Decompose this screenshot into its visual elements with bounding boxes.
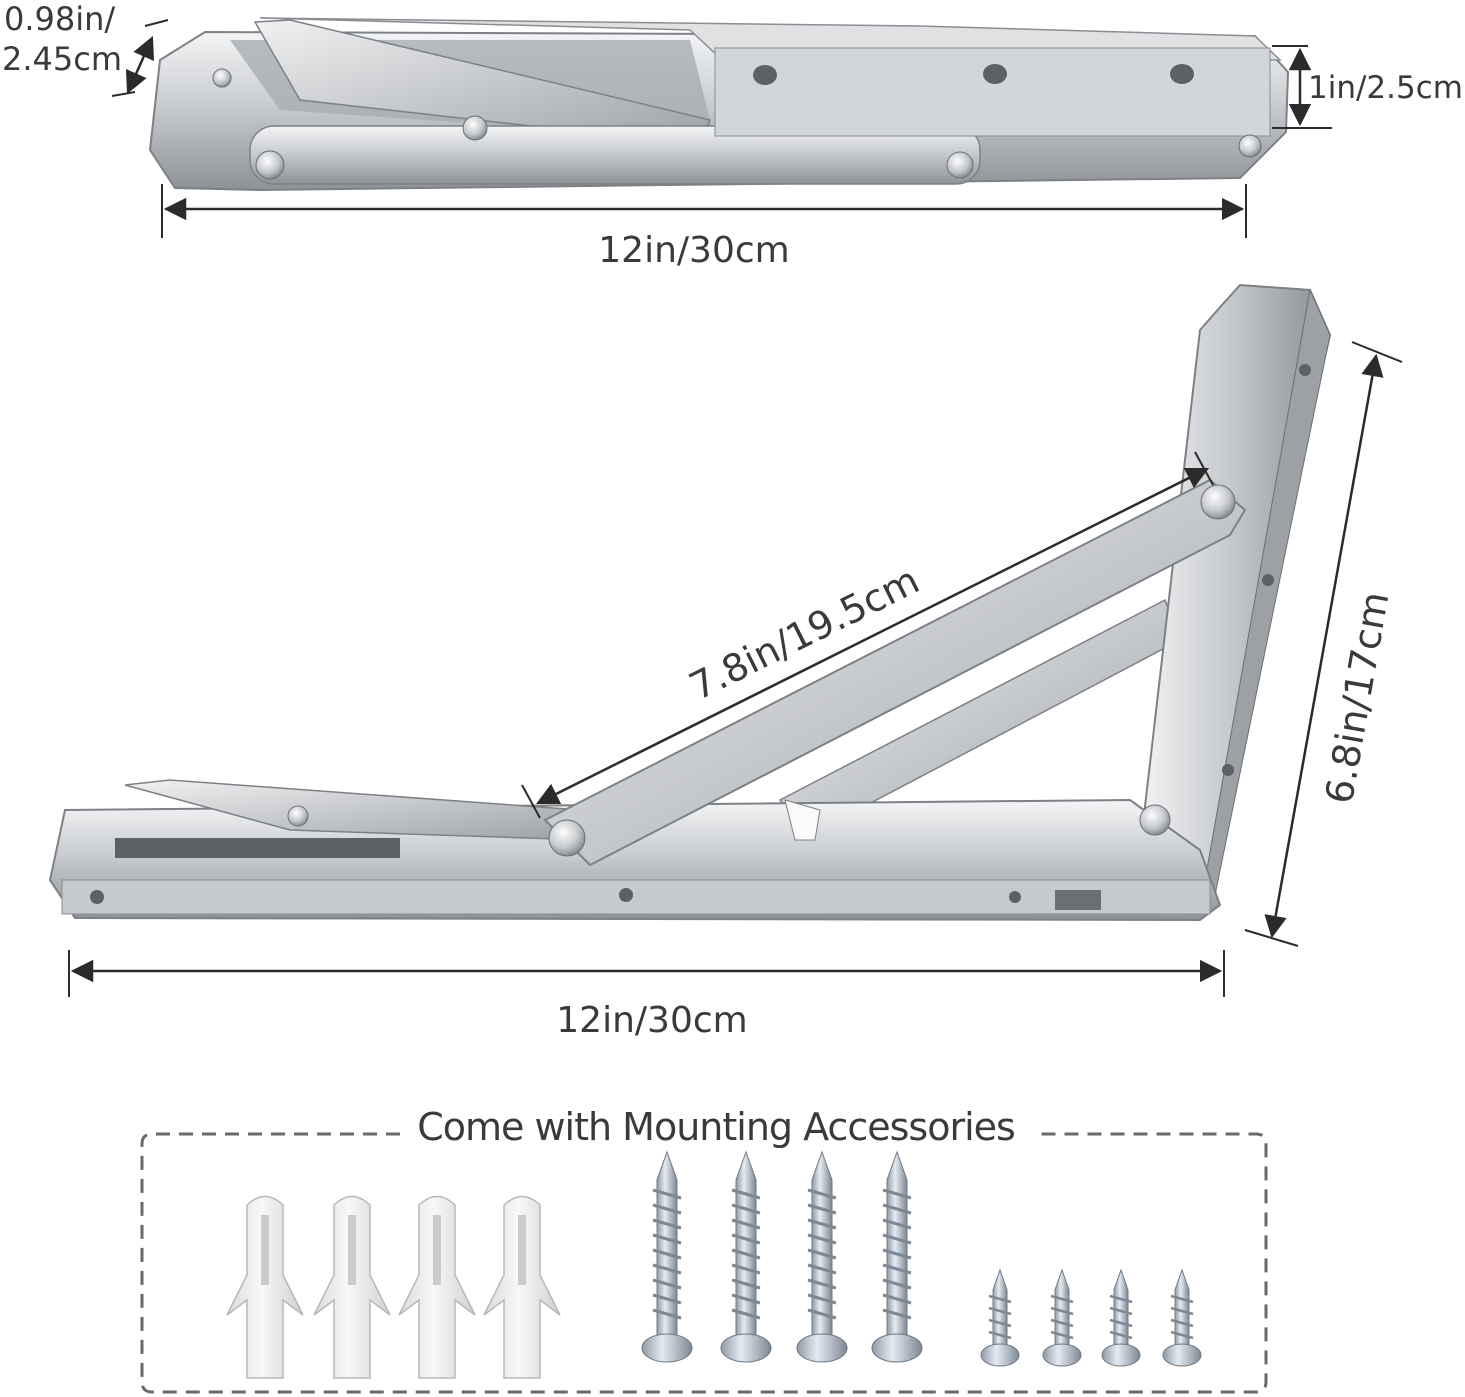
folded-bracket-rail-face (714, 47, 1271, 137)
open-bracket-hole (1222, 764, 1234, 776)
dimension-height: 1in/2.5cm (1272, 45, 1463, 129)
depth-label-line2: 2.45cm (2, 40, 122, 78)
open-bracket-rivet (548, 819, 586, 857)
dimension-open-length: 12in/30cm (68, 950, 1225, 1041)
open-bracket-hole (1009, 891, 1021, 903)
short-screw (1101, 1268, 1141, 1367)
long-screw (796, 1150, 848, 1363)
wall-anchor (483, 1195, 561, 1379)
open-bracket-notch (784, 799, 821, 841)
open-bracket-hole (1262, 574, 1274, 586)
height-label: 1in/2.5cm (1308, 70, 1463, 106)
folded-bracket-rivet (255, 150, 285, 180)
short-screw (980, 1268, 1020, 1367)
long-screw (720, 1150, 772, 1363)
open-bracket-hole (90, 890, 104, 904)
folded-bracket-hole (753, 65, 777, 85)
open-bracket-horizontal-flange (61, 879, 1211, 915)
long-screw (871, 1150, 923, 1363)
folded-bracket-strap (249, 125, 981, 185)
folded-bracket (148, 17, 1290, 192)
accessories-panel: Come with Mounting Accessories (140, 1105, 1268, 1394)
open-bracket-hole (619, 888, 633, 902)
open-bracket-rivet (1200, 484, 1236, 520)
open-bracket-rivet (1139, 804, 1171, 836)
folded-bracket-hole (1170, 64, 1194, 84)
open-bracket-hole (1299, 364, 1311, 376)
folded-bracket-rivet (462, 115, 488, 141)
open-length-label: 12in/30cm (556, 1000, 747, 1041)
dimension-folded-length: 12in/30cm (161, 184, 1247, 271)
accessories-dashed-border (140, 1132, 1268, 1394)
folded-bracket-rivet (946, 151, 974, 179)
open-bracket-latch (1055, 890, 1101, 910)
long-screw (641, 1150, 693, 1363)
wall-anchor (398, 1195, 476, 1379)
dimension-depth: 0.98in/ 2.45cm (2, 0, 169, 97)
short-screw (1042, 1268, 1082, 1367)
accessories-title: Come with Mounting Accessories (417, 1105, 1015, 1149)
folded-length-label: 12in/30cm (598, 230, 789, 271)
wall-anchors (226, 1195, 561, 1379)
folded-bracket-hole (983, 64, 1007, 84)
wall-anchor (313, 1195, 391, 1379)
folded-bracket-rivet (212, 68, 232, 88)
long-screws (641, 1150, 923, 1363)
folded-bracket-rivet (1238, 134, 1262, 158)
wall-anchor (226, 1195, 304, 1379)
depth-label-line1: 0.98in/ (4, 0, 115, 38)
open-bracket-slot (115, 838, 400, 858)
short-screws (980, 1268, 1202, 1367)
open-bracket-rivet (287, 805, 309, 827)
open-bracket (48, 283, 1332, 922)
short-screw (1162, 1268, 1202, 1367)
